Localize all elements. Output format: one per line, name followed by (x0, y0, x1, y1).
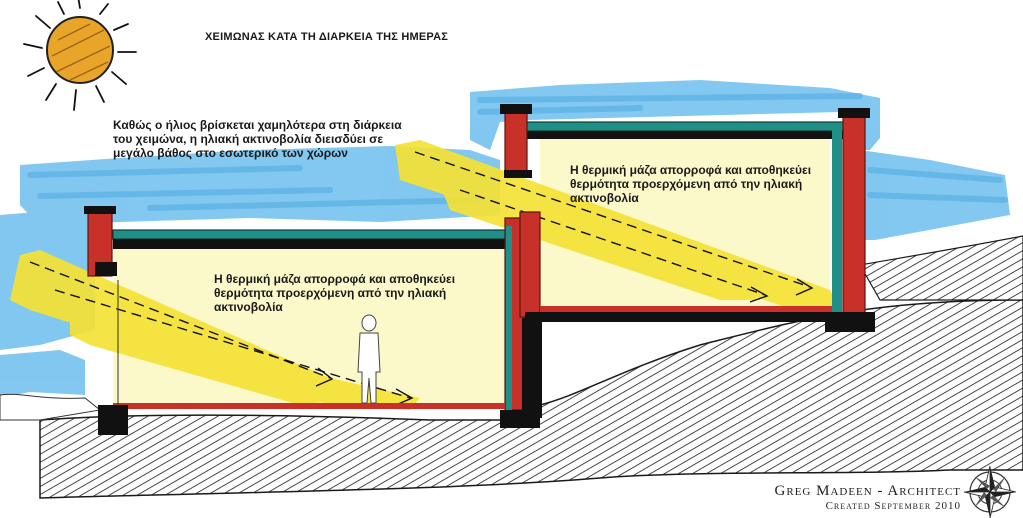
intro-annotation: Καθώς ο ήλιος βρίσκεται χαμηλότερα στη δ… (113, 118, 413, 160)
upper-room-annotation: Η θερμική μάζα απορροφά και αποθηκεύει θ… (570, 163, 840, 205)
intro-line: μεγάλο βάθος στο εσωτερικό των χώρων (113, 146, 348, 160)
sun-ray-arrows (29, 151, 814, 406)
intro-line: του χειμώνα, η ηλιακή ακτινοβολία διεισδ… (113, 132, 384, 146)
upper-building (500, 104, 875, 332)
created-date: Created September 2010 (825, 500, 961, 512)
architect-name: Greg Madeen - Architect (774, 483, 961, 499)
sun-icon (23, 0, 137, 111)
lower-room-line: ακτινοβολία (214, 300, 283, 314)
lower-room-annotation: Η θερμική μάζα απορροφά και αποθηκεύει θ… (214, 272, 484, 314)
lower-room-line: Η θερμική μάζα απορροφά και αποθηκεύει (214, 272, 456, 286)
diagram-title: ΧΕΙΜΩΝΑΣ ΚΑΤΑ ΤΗ ΔΙΑΡΚΕΙΑ ΤΗΣ ΗΜΕΡΑΣ (205, 31, 449, 43)
sky-scribble-strokes (27, 93, 1008, 211)
architect-credit: Greg Madeen - Architect Created Septembe… (775, 483, 961, 512)
intro-line: Καθώς ο ήλιος βρίσκεται χαμηλότερα στη δ… (113, 118, 402, 132)
upper-room-line: θερμότητα προερχόμενη από την ηλιακή (570, 177, 803, 191)
lower-room-line: θερμότητα προερχόμενη από την ηλιακή (214, 286, 447, 300)
upper-room-line: ακτινοβολία (570, 191, 639, 205)
compass-rose-icon (963, 465, 1017, 518)
person-silhouette-icon (357, 314, 381, 404)
ground-terrain (0, 235, 1023, 499)
upper-room-line: Η θερμική μάζα απορροφά και αποθηκεύει (570, 163, 812, 177)
